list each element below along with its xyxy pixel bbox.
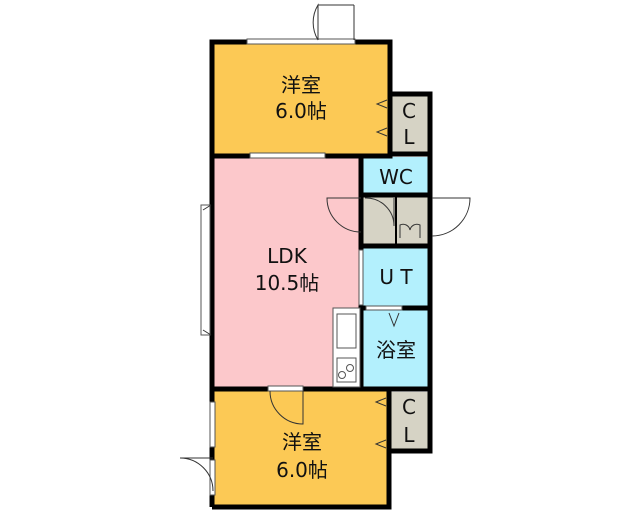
ut-floor <box>362 247 430 307</box>
bath-label: 浴室 <box>376 338 416 362</box>
wc-label: WC <box>379 165 413 189</box>
closet-bottom-floor <box>390 392 428 450</box>
bedroom-bottom-floor <box>213 391 388 505</box>
bedroom-top-name: 洋室 <box>281 73 321 97</box>
door-swings <box>179 3 471 492</box>
bedroom-top-floor <box>213 42 389 156</box>
windows-doors <box>200 38 403 496</box>
kitchen-counter <box>332 307 361 388</box>
walls <box>209 39 433 510</box>
bedroom-bottom-name: 洋室 <box>282 430 322 454</box>
ut-label: U T <box>379 265 413 289</box>
bedroom-bottom-size: 6.0帖 <box>276 458 328 482</box>
ldk-size: 10.5帖 <box>255 271 320 295</box>
closet-bottom-l: L <box>403 423 415 447</box>
bedroom-top-size: 6.0帖 <box>275 99 327 123</box>
wc-floor <box>362 157 430 195</box>
closet-top-l: L <box>403 125 415 149</box>
closet-top-floor <box>390 95 428 153</box>
ldk-name: LDK <box>267 244 308 268</box>
closet-top-c: C <box>402 99 416 123</box>
closet-bottom-c: C <box>402 395 416 419</box>
